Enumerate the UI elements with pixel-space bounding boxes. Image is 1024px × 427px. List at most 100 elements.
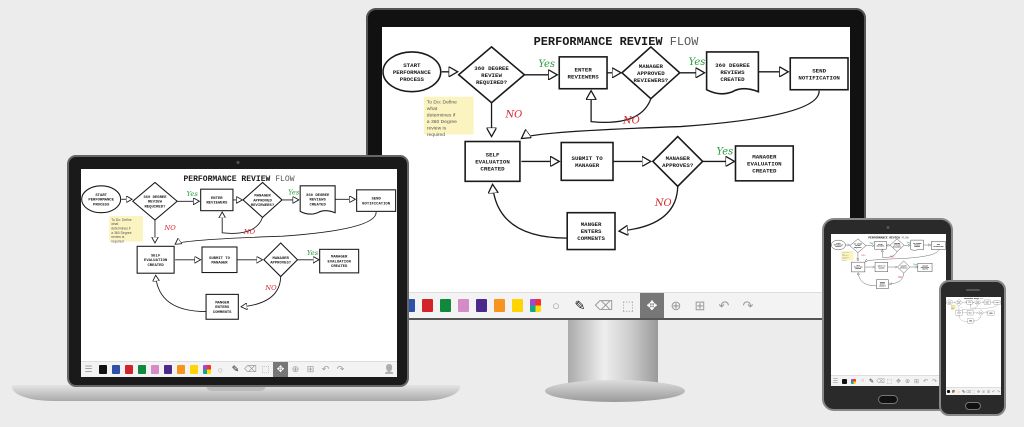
custom-color-icon[interactable] [851,378,856,384]
color-swatch-pink[interactable] [150,365,159,374]
pan-icon[interactable]: ✥ [976,389,981,394]
zoom-icon[interactable]: ⊕ [981,389,986,394]
eraser-icon[interactable]: ⌫ [876,378,885,385]
select-icon[interactable]: ⬚ [261,364,270,374]
color-swatch-black[interactable] [98,365,107,374]
pen-icon[interactable]: ✎ [868,378,875,385]
pen-icon[interactable]: ✎ [574,297,586,313]
eraser-icon[interactable]: ⌫ [244,364,257,374]
color-swatch-purple[interactable] [163,365,172,374]
color-swatch-yellow[interactable] [511,299,523,312]
shape-icon[interactable]: ○ [217,364,224,375]
shape-icon[interactable]: ○ [957,389,960,394]
pen-icon[interactable]: ✎ [231,364,240,374]
undo-icon[interactable]: ↶ [718,297,730,313]
custom-color-icon[interactable] [202,365,211,374]
custom-color-icon[interactable] [529,299,541,312]
undo-icon[interactable]: ↶ [922,378,929,385]
pan-icon[interactable]: ✥ [640,293,664,318]
color-swatch-yellow[interactable] [189,365,198,374]
eraser-icon[interactable]: ⌫ [965,389,972,394]
home-button[interactable] [964,402,981,410]
color-swatch-red[interactable] [421,299,433,312]
menu-icon[interactable]: ☰ [84,364,93,374]
add-page-icon[interactable]: ⊞ [306,364,315,374]
redo-icon[interactable]: ↷ [931,378,938,385]
color-swatch-green[interactable] [137,365,146,374]
user-icon[interactable]: 👤 [383,364,396,374]
color-swatch-red[interactable] [124,365,133,374]
undo-icon[interactable]: ↶ [321,364,330,374]
shape-icon[interactable]: ○ [552,298,560,313]
select-icon[interactable]: ⬚ [971,389,976,394]
eraser-icon[interactable]: ⌫ [594,297,614,313]
zoom-icon[interactable]: ⊕ [670,297,682,313]
add-page-icon[interactable]: ⊞ [986,389,991,394]
shape-icon[interactable]: ○ [860,378,865,384]
color-swatch-blue[interactable] [111,365,120,374]
zoom-icon[interactable]: ⊕ [904,378,911,385]
home-button[interactable] [877,395,898,404]
color-swatch-blue[interactable] [403,299,415,312]
pen-icon[interactable]: ✎ [961,389,966,394]
color-swatch-purple[interactable] [475,299,487,312]
color-swatch-black[interactable] [842,378,847,384]
pan-icon[interactable]: ✥ [895,378,902,385]
color-swatch-orange[interactable] [493,299,505,312]
add-page-icon[interactable]: ⊞ [694,297,706,313]
custom-color-icon[interactable] [952,390,955,393]
menu-icon[interactable]: ☰ [832,378,839,385]
color-swatch-orange[interactable] [176,365,185,374]
color-swatch-green[interactable] [439,299,451,312]
select-icon[interactable]: ⬚ [886,378,893,385]
undo-icon[interactable]: ↶ [991,389,996,394]
select-icon[interactable]: ⬚ [621,297,635,313]
pan-icon[interactable]: ✥ [273,362,288,377]
